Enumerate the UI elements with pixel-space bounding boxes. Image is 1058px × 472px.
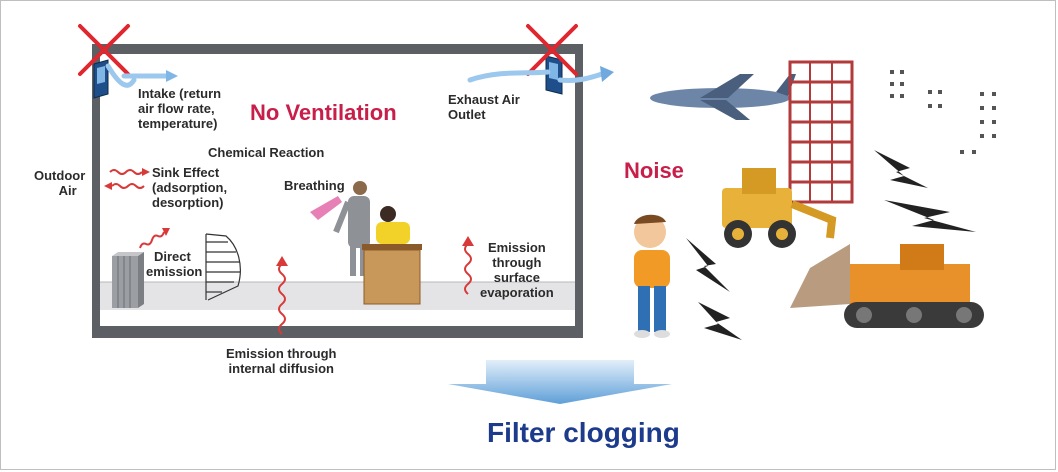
- label-intake: Intake (return air flow rate, temperatur…: [138, 86, 221, 131]
- lightning-icon: [698, 302, 742, 340]
- excavator-icon: [722, 168, 832, 248]
- label-noise: Noise: [624, 158, 684, 184]
- building-icon: [790, 62, 852, 202]
- label-outdoor-air: Outdoor Air: [34, 168, 85, 198]
- airplane-icon: [650, 74, 796, 120]
- conclusion-filter-clogging: Filter clogging: [487, 416, 680, 450]
- label-exhaust: Exhaust Air Outlet: [448, 92, 520, 122]
- background-buildings: [890, 70, 996, 154]
- label-surface-evaporation: Emission through surface evaporation: [480, 240, 554, 300]
- lightning-icon: [884, 200, 976, 232]
- label-sink-effect: Sink Effect (adsorption, desorption): [152, 165, 227, 210]
- label-internal-diffusion: Emission through internal diffusion: [226, 346, 337, 376]
- label-chemical-reaction: Chemical Reaction: [208, 145, 324, 160]
- bulldozer-icon: [790, 244, 984, 328]
- person-icon: [634, 215, 670, 338]
- headline-no-ventilation: No Ventilation: [250, 100, 397, 126]
- label-breathing: Breathing: [284, 178, 345, 193]
- lightning-icon: [874, 150, 928, 188]
- label-direct-emission: Direct emission: [146, 249, 202, 279]
- lightning-icon: [686, 238, 730, 292]
